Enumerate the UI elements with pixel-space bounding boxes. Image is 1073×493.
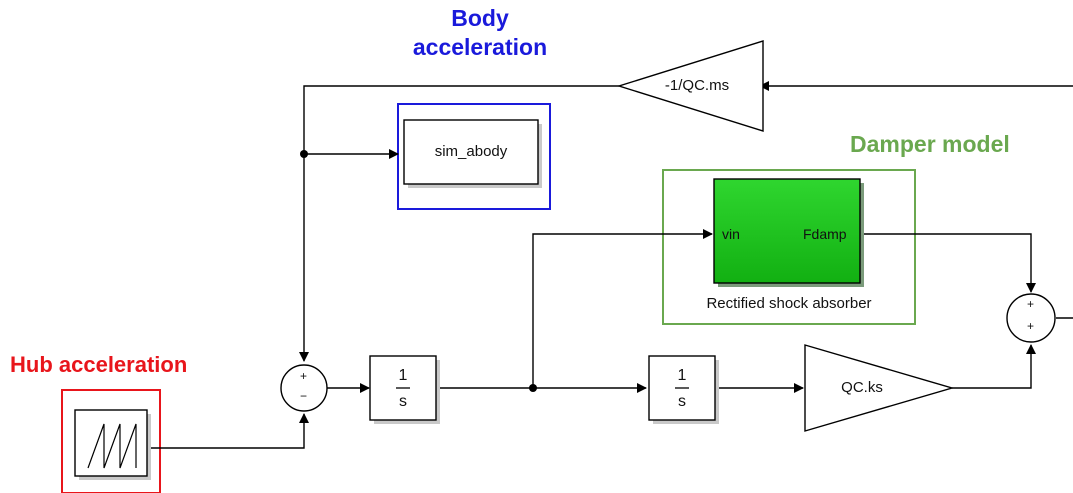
body-acceleration-line-2: acceleration — [412, 34, 548, 60]
branch-point — [529, 384, 537, 392]
signal-line-body-feedback — [299, 85, 619, 362]
damper-model-annotation: Damper model — [850, 131, 1010, 157]
damper-model-highlight — [662, 169, 916, 325]
signal-line-to-damper — [532, 229, 713, 388]
sum-right-bottom-sign: + — [1027, 319, 1035, 333]
hub-acceleration-annotation: Hub acceleration — [10, 352, 188, 377]
integrator-1-denominator: s — [399, 393, 407, 410]
branch-point — [300, 150, 308, 158]
body-acceleration-annotation: Body acceleration — [380, 4, 580, 62]
damper-input-port-label: vin — [722, 226, 740, 242]
sum-left-top-sign: + — [300, 369, 308, 383]
integrator-2-denominator: s — [678, 393, 686, 410]
spring-gain-label: QC.ks — [841, 379, 883, 396]
sum-left-bottom-sign: − — [300, 389, 308, 403]
sawtooth-signal-icon — [87, 423, 137, 469]
body-acceleration-line-1: Body — [451, 5, 509, 31]
signal-line-source-to-sum — [150, 413, 309, 449]
signal-line-spring-force — [952, 344, 1036, 389]
damper-block[interactable] — [713, 178, 861, 284]
sum-right-top-sign: + — [1027, 297, 1035, 311]
scope-block[interactable] — [403, 119, 539, 185]
body-gain-label: -1/QC.ms — [664, 77, 730, 94]
sum-right-block[interactable] — [1006, 293, 1056, 343]
damper-output-port-label: Fdamp — [803, 226, 847, 242]
damper-caption: Rectified shock absorber — [706, 295, 872, 312]
spring-gain-block[interactable] — [804, 344, 955, 432]
scope-block-label: sim_abody — [434, 143, 508, 160]
hub-acceleration-highlight — [61, 389, 161, 493]
sum-left-block[interactable] — [280, 364, 328, 412]
signal-line-damper-force — [864, 233, 1036, 293]
body-gain-block[interactable] — [616, 40, 764, 132]
signal-lines — [150, 81, 1073, 449]
integrator-2-numerator: 1 — [677, 367, 687, 384]
integrator-1-numerator: 1 — [398, 367, 408, 384]
source-block[interactable] — [74, 409, 148, 477]
